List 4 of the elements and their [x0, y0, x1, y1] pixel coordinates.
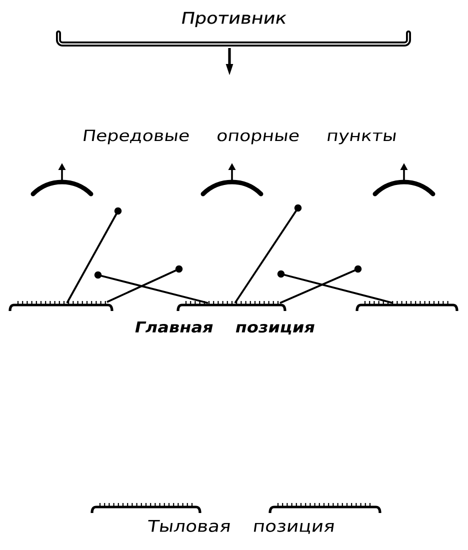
heading: Противник: [182, 12, 286, 27]
label: Тыловая позиция: [148, 520, 334, 534]
label: Передовые опорные пункты: [84, 130, 396, 144]
label: Главная позиция: [135, 322, 314, 334]
